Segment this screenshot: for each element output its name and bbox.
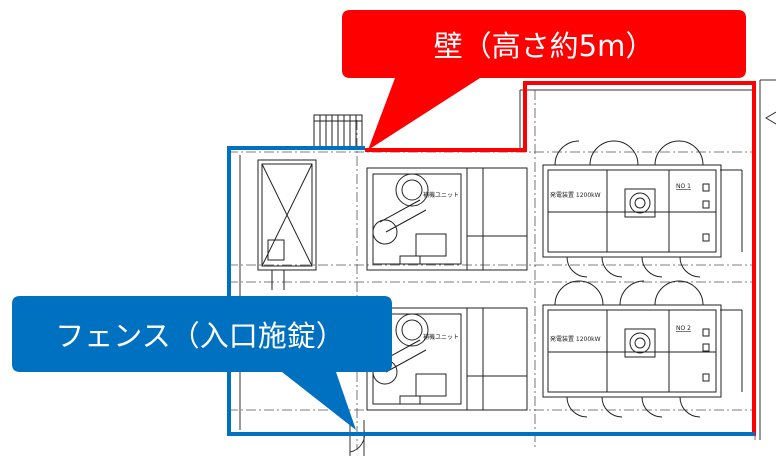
upper-generator-label: 発電装置 1200kW [550,191,601,199]
upper-aux-unit [366,167,528,271]
wall-outline [365,81,756,436]
upper-aux-unit-label: 補機ユニット [423,191,459,199]
fence-callout: フェンス（入口施錠） [12,296,392,430]
frame-lines [239,79,776,456]
staircase-symbol [313,114,363,148]
fence-outline [227,146,755,436]
upper-generator [542,140,743,278]
wall-callout: 壁（高さ約5m） [342,10,746,150]
upper-generator-number: NO 1 [676,183,691,190]
wall-callout-label: 壁（高さ約5m） [434,29,655,63]
lower-generator-label: 発電装置 1200kW [550,335,601,343]
lower-generator [542,280,743,418]
fence-callout-label: フェンス（入口施錠） [55,319,344,353]
cabinet-symbol [257,159,317,290]
lower-aux-unit-label: 補機ユニット [423,333,459,341]
lower-generator-number: NO 2 [676,325,691,332]
